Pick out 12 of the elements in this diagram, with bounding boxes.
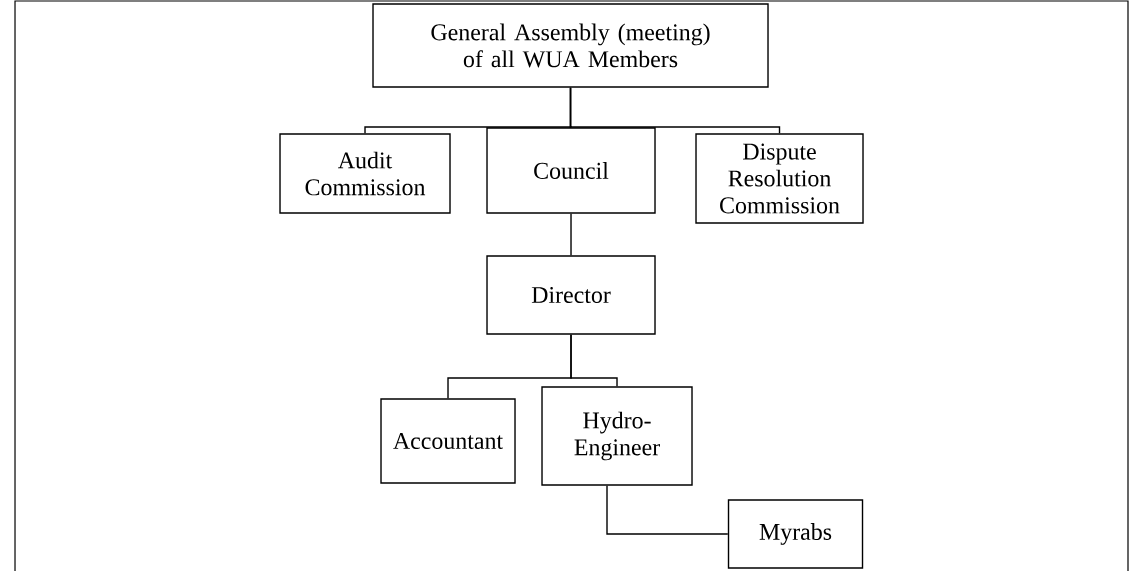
connector-line	[570, 334, 618, 387]
connector-line	[570, 213, 572, 256]
org-box: Council	[486, 127, 656, 214]
connector-line	[569, 87, 781, 134]
org-box: Director	[486, 255, 656, 335]
connector-line	[606, 485, 729, 535]
org-box: Dispute Resolution Commission	[695, 133, 864, 224]
org-box: General Assembly (meeting) of all WUA Members	[372, 3, 769, 88]
org-box: Accountant	[380, 398, 516, 484]
org-box: Hydro-Engineer	[541, 386, 693, 486]
org-box: Audit Commission	[279, 133, 451, 214]
org-box: Myrabs	[727, 499, 864, 569]
